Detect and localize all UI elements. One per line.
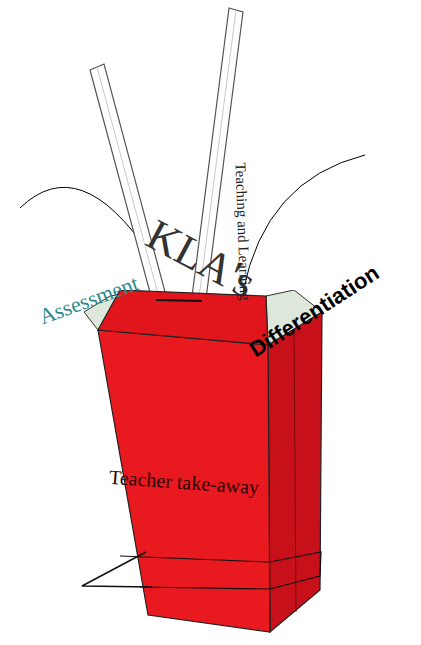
wire-handle <box>270 552 321 589</box>
carton-slot <box>156 300 202 301</box>
wire-handle <box>140 587 270 589</box>
takeaway-carton <box>80 290 342 640</box>
wire-handle <box>120 556 269 562</box>
swoosh-arc <box>243 155 365 292</box>
carton-side <box>268 312 322 632</box>
carton-node: Teacher take-away <box>80 290 342 640</box>
carton-fold <box>294 330 296 612</box>
